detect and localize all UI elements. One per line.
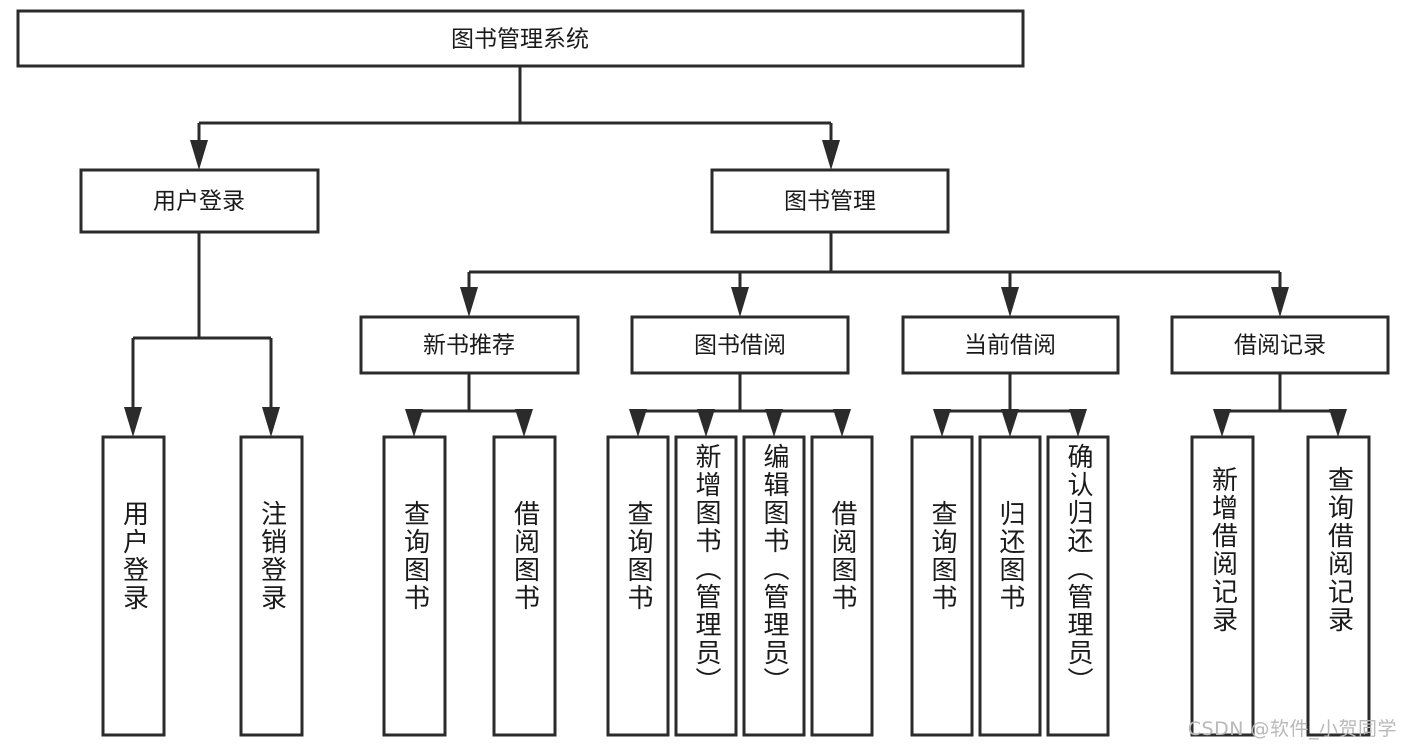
arrow-leaf-return-book xyxy=(1001,409,1019,437)
leaf-box-logout[interactable] xyxy=(239,435,304,737)
node-user-login-box[interactable] xyxy=(79,168,320,234)
connectors-borrow-record-to-leaves xyxy=(1213,373,1347,437)
connectors-current-borrow-to-leaves xyxy=(933,373,1087,437)
leaf-boxes-borrow-record xyxy=(1190,435,1371,737)
node-borrow-record[interactable]: 借阅记录 xyxy=(1170,315,1390,375)
arrow-to-current-borrow xyxy=(1001,287,1019,317)
node-book-management-label: 图书管理 xyxy=(784,189,876,215)
arrow-to-user-login xyxy=(190,140,208,170)
node-root[interactable]: 图书管理系统 xyxy=(16,9,1025,68)
csdn-watermark: CSDN @软件_小贺同学 xyxy=(1187,718,1397,740)
leaf-box-query-book-3[interactable] xyxy=(910,435,974,737)
leaf-boxes-new-book-recommend xyxy=(382,435,557,737)
leaf-box-query-book-2[interactable] xyxy=(606,435,670,737)
leaf-box-return-book[interactable] xyxy=(978,435,1042,737)
leaf-box-confirm-return[interactable] xyxy=(1046,435,1110,737)
leaf-box-query-book-1[interactable] xyxy=(382,435,447,737)
arrow-leaf-add-book xyxy=(697,409,715,437)
arrow-leaf-confirm-return xyxy=(1069,409,1087,437)
node-borrow-record-label: 借阅记录 xyxy=(1234,333,1326,359)
leaf-box-add-book[interactable] xyxy=(674,435,738,737)
node-root-label: 图书管理系统 xyxy=(451,27,589,53)
leaf-boxes-user-login xyxy=(101,435,304,737)
node-new-book-recommend[interactable]: 新书推荐 xyxy=(359,315,580,375)
node-current-borrow[interactable]: 当前借阅 xyxy=(901,315,1120,375)
arrow-leaf-add-record xyxy=(1213,409,1231,437)
leaf-boxes-book-borrow xyxy=(606,435,874,737)
node-borrow-record-box[interactable] xyxy=(1170,315,1390,375)
leaf-box-borrow-book-2[interactable] xyxy=(810,435,874,737)
node-current-borrow-label: 当前借阅 xyxy=(964,333,1056,359)
node-book-management-box[interactable] xyxy=(710,168,950,234)
arrow-leaf-query-book-3 xyxy=(933,409,951,437)
connectors-book-borrow-to-leaves xyxy=(629,373,851,437)
arrow-to-borrow-record xyxy=(1271,287,1289,317)
node-root-box[interactable] xyxy=(16,9,1025,68)
leaf-box-borrow-book-1[interactable] xyxy=(492,435,557,737)
arrow-leaf-query-record xyxy=(1329,409,1347,437)
node-book-borrow[interactable]: 图书借阅 xyxy=(630,315,850,375)
leaf-box-edit-book[interactable] xyxy=(742,435,806,737)
arrow-leaf-borrow-book-2 xyxy=(833,409,851,437)
connectors-book-mgmt-to-level3 xyxy=(460,232,1289,317)
leaf-box-user-login[interactable] xyxy=(101,435,166,737)
arrow-leaf-query-book-1 xyxy=(405,409,423,437)
node-book-borrow-label: 图书借阅 xyxy=(694,333,786,359)
node-user-login-label: 用户登录 xyxy=(153,189,245,215)
arrow-to-book-borrow xyxy=(731,287,749,317)
arrow-leaf-user-login xyxy=(124,407,142,437)
arrow-leaf-logout xyxy=(262,407,280,437)
node-new-book-recommend-box[interactable] xyxy=(359,315,580,375)
node-user-login[interactable]: 用户登录 xyxy=(79,168,320,234)
connectors-new-book-to-leaves xyxy=(405,373,533,437)
node-book-borrow-box[interactable] xyxy=(630,315,850,375)
leaf-boxes-current-borrow xyxy=(910,435,1110,737)
arrow-leaf-query-book-2 xyxy=(629,409,647,437)
node-book-management[interactable]: 图书管理 xyxy=(710,168,950,234)
connectors-user-login-to-leaves xyxy=(124,232,280,437)
arrow-to-book-mgmt xyxy=(822,140,840,170)
connectors-root-to-level2 xyxy=(190,66,840,170)
arrow-leaf-edit-book xyxy=(765,409,783,437)
arrow-to-new-book-recommend xyxy=(460,287,478,317)
leaf-box-add-record[interactable] xyxy=(1190,435,1255,737)
node-new-book-recommend-label: 新书推荐 xyxy=(423,333,515,359)
leaf-box-query-record[interactable] xyxy=(1306,435,1371,737)
node-current-borrow-box[interactable] xyxy=(901,315,1120,375)
arrow-leaf-borrow-book-1 xyxy=(515,409,533,437)
